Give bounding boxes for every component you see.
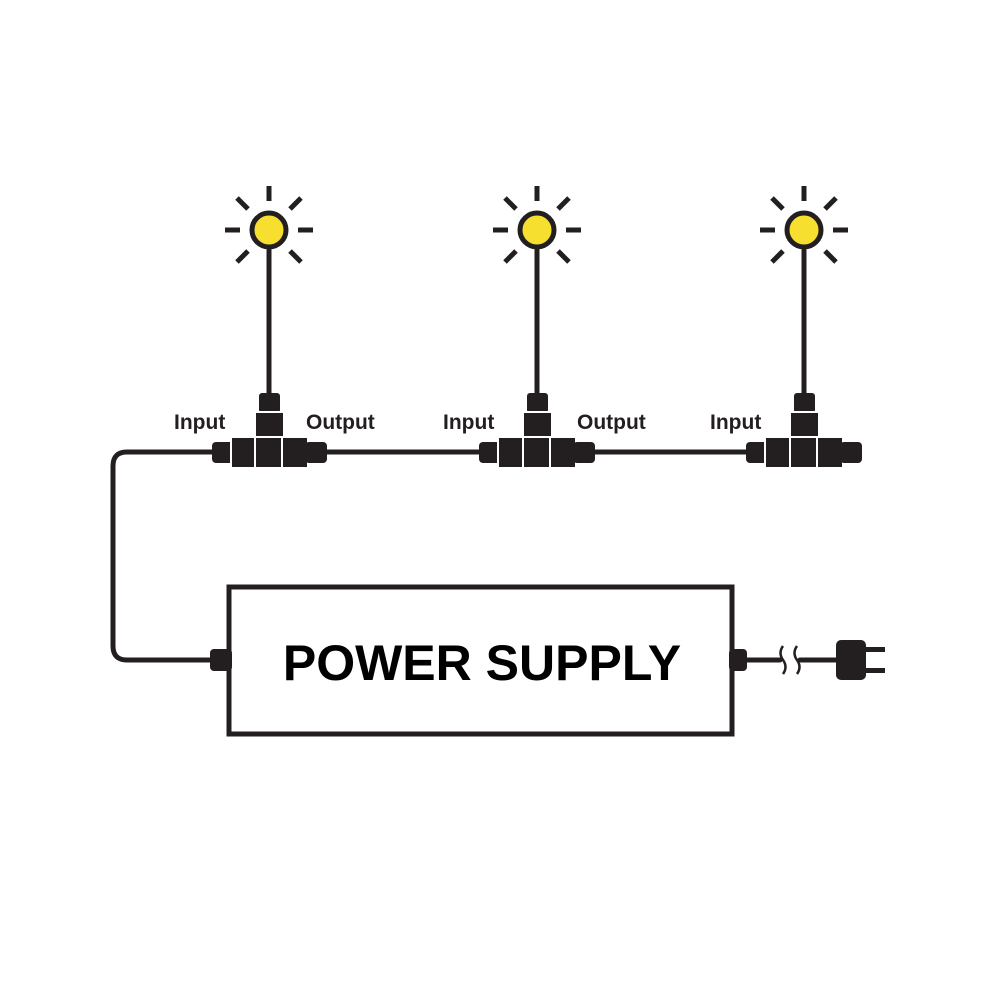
light-bulb-icon <box>760 186 848 264</box>
power-supply-label: POWER SUPPLY <box>283 635 681 691</box>
power-supply: POWER SUPPLY <box>210 584 747 737</box>
t-connector-icon <box>212 393 327 469</box>
power-supply-box <box>226 584 735 737</box>
light-bulb-icon <box>493 186 581 264</box>
output-label: Output <box>306 411 375 434</box>
input-label: Input <box>710 411 761 434</box>
t-connector-icon <box>746 393 862 469</box>
cable-break-icon <box>779 645 801 675</box>
output-label: Output <box>577 411 646 434</box>
light-1: Input Output <box>174 186 375 469</box>
input-label: Input <box>174 411 225 434</box>
input-label: Input <box>443 411 494 434</box>
main-cable <box>110 449 218 663</box>
light-bulb-icon <box>225 186 313 264</box>
t-connector-icon <box>479 393 595 469</box>
ac-cord <box>742 640 885 680</box>
plug-icon <box>836 640 885 680</box>
light-3: Input <box>710 186 862 469</box>
light-2: Input Output <box>443 186 646 469</box>
dc-output-port <box>210 649 232 671</box>
ac-input-port <box>729 649 747 671</box>
